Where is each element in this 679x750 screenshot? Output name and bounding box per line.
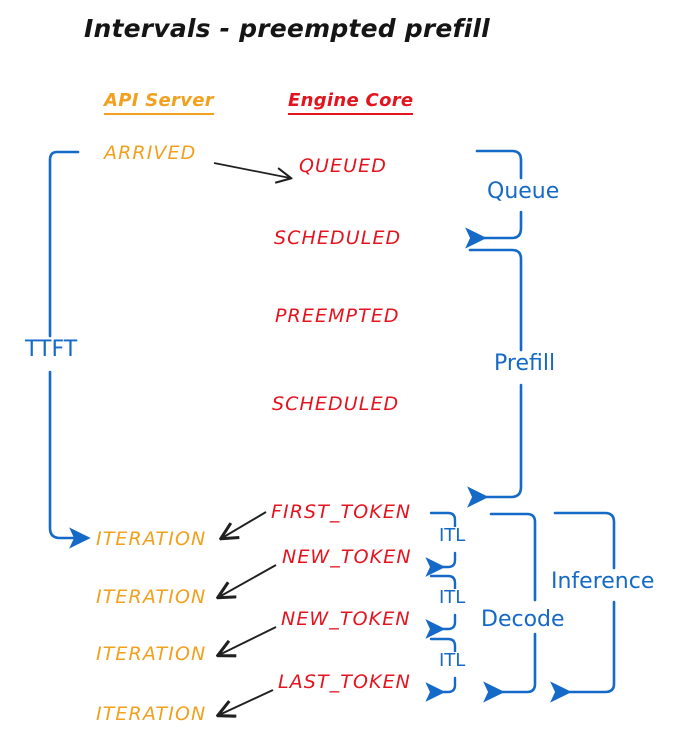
state-preempted: PREEMPTED bbox=[275, 305, 400, 327]
state-arrived: ARRIVED bbox=[104, 142, 197, 164]
state-iteration-4: ITERATION bbox=[96, 703, 207, 725]
bracket-itl-3 bbox=[425, 637, 457, 702]
bracket-itl-2 bbox=[425, 574, 457, 639]
arrow-new-token-to-iteration-2 bbox=[219, 626, 277, 655]
bracket-itl-1 bbox=[425, 511, 457, 577]
column-header-engine-core: Engine Core bbox=[288, 90, 414, 115]
state-queued: QUEUED bbox=[299, 155, 388, 177]
state-iteration-1: ITERATION bbox=[96, 528, 207, 550]
state-iteration-2: ITERATION bbox=[96, 586, 207, 608]
bracket-ttft bbox=[48, 150, 91, 549]
bracket-label-decode: Decode bbox=[478, 609, 568, 631]
bracket-prefill bbox=[467, 248, 523, 508]
state-last-token: LAST_TOKEN bbox=[278, 671, 411, 693]
bracket-label-itl-3: ITL bbox=[436, 652, 469, 670]
arrow-first-token-to-iteration bbox=[222, 511, 267, 538]
bracket-label-queue: Queue bbox=[484, 181, 563, 203]
arrow-last-token-to-iteration-3 bbox=[219, 689, 274, 715]
bracket-queue bbox=[465, 149, 523, 249]
bracket-label-prefill: Prefill bbox=[491, 353, 559, 375]
bracket-label-itl-2: ITL bbox=[436, 589, 469, 607]
state-new-token-2: NEW_TOKEN bbox=[281, 608, 411, 630]
bracket-label-inference: Inference bbox=[548, 571, 658, 593]
bracket-inference bbox=[550, 511, 616, 703]
bracket-label-ttft: TTFT bbox=[22, 339, 81, 361]
column-header-engine-core-label: Engine Core bbox=[288, 90, 414, 115]
column-header-api-server: API Server bbox=[104, 90, 214, 115]
state-first-token: FIRST_TOKEN bbox=[271, 501, 412, 523]
state-iteration-3: ITERATION bbox=[96, 643, 207, 665]
state-scheduled-2: SCHEDULED bbox=[272, 393, 400, 415]
page-title: Intervals - preempted prefill bbox=[84, 14, 490, 43]
bracket-label-itl-1: ITL bbox=[436, 527, 469, 545]
state-new-token-1: NEW_TOKEN bbox=[282, 546, 412, 568]
state-scheduled-1: SCHEDULED bbox=[274, 227, 402, 249]
arrow-arrived-to-queued bbox=[213, 162, 290, 178]
column-header-api-server-label: API Server bbox=[104, 90, 214, 115]
arrow-new-token-to-iteration-1 bbox=[219, 564, 277, 597]
bracket-decode bbox=[483, 512, 537, 703]
